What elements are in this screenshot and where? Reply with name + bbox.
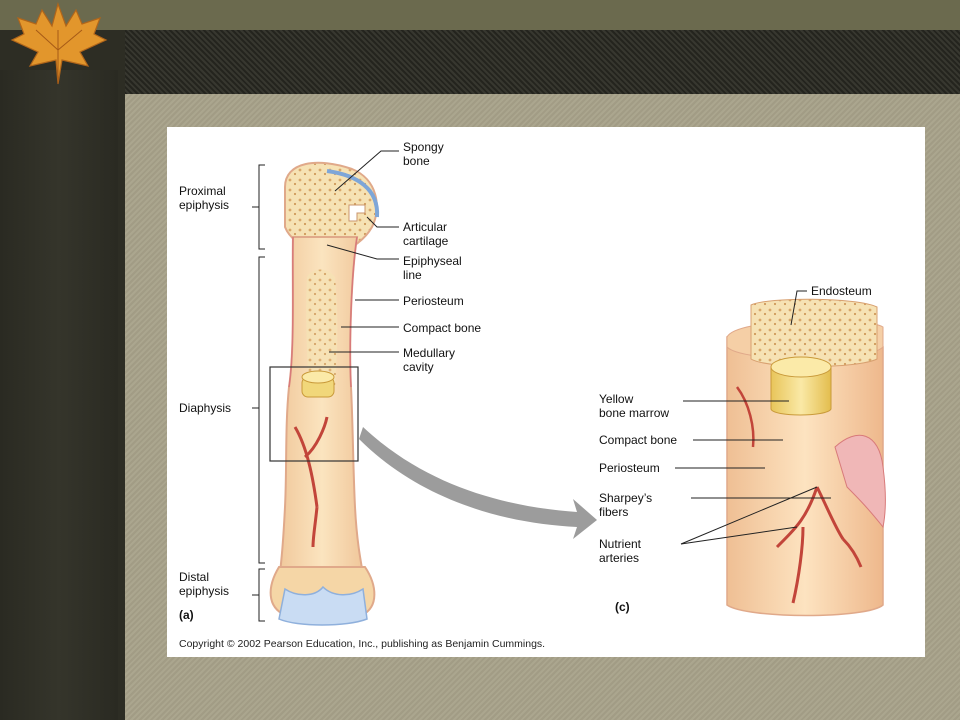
labels-a: Proximal epiphysis Diaphysis Distal epip… bbox=[179, 140, 481, 622]
label-sharpeys-2: fibers bbox=[599, 505, 628, 519]
label-periosteum-c: Periosteum bbox=[599, 461, 660, 475]
panel-label-c: (c) bbox=[615, 600, 630, 614]
top-strip bbox=[0, 0, 960, 30]
label-proximal-1: Proximal bbox=[179, 184, 226, 198]
label-articular-2: cartilage bbox=[403, 234, 449, 248]
label-periosteum: Periosteum bbox=[403, 294, 464, 308]
long-bone bbox=[269, 161, 380, 626]
label-spongy-2: bone bbox=[403, 154, 430, 168]
label-compact-bone: Compact bone bbox=[403, 321, 481, 335]
label-articular-1: Articular bbox=[403, 220, 447, 234]
maple-leaf-icon bbox=[10, 2, 108, 85]
region-brackets bbox=[252, 164, 265, 622]
labels-c: Endosteum Yellow bone marrow Compact bon… bbox=[599, 284, 872, 614]
label-compact-bone-c: Compact bone bbox=[599, 433, 677, 447]
label-medullary-1: Medullary bbox=[403, 346, 455, 360]
label-nutrient-1: Nutrient bbox=[599, 537, 642, 551]
copyright-text: Copyright © 2002 Pearson Education, Inc.… bbox=[179, 638, 545, 650]
panel-label-a: (a) bbox=[179, 608, 194, 622]
label-yellow-1: Yellow bbox=[599, 392, 634, 406]
label-proximal-2: epiphysis bbox=[179, 198, 229, 212]
label-distal-2: epiphysis bbox=[179, 584, 229, 598]
label-distal-1: Distal bbox=[179, 570, 209, 584]
leaders-a bbox=[326, 150, 399, 353]
left-bar bbox=[0, 70, 118, 720]
label-spongy-1: Spongy bbox=[403, 140, 444, 154]
label-medullary-2: cavity bbox=[403, 360, 434, 374]
leaders-c bbox=[675, 290, 831, 545]
bone-diagram: Proximal epiphysis Diaphysis Distal epip… bbox=[179, 140, 886, 650]
label-epiphyseal-2: line bbox=[403, 268, 422, 282]
label-diaphysis: Diaphysis bbox=[179, 401, 231, 415]
label-endosteum: Endosteum bbox=[811, 284, 872, 298]
zoom-arrow bbox=[359, 427, 597, 539]
label-sharpeys-1: Sharpey’s bbox=[599, 491, 652, 505]
bone-figure: Proximal epiphysis Diaphysis Distal epip… bbox=[167, 127, 925, 657]
label-epiphyseal-1: Epiphyseal bbox=[403, 254, 462, 268]
magnify-box bbox=[269, 366, 359, 462]
section-detail bbox=[726, 298, 886, 617]
top-texture-band bbox=[125, 30, 960, 94]
label-yellow-2: bone marrow bbox=[599, 406, 669, 420]
label-nutrient-2: arteries bbox=[599, 551, 639, 565]
